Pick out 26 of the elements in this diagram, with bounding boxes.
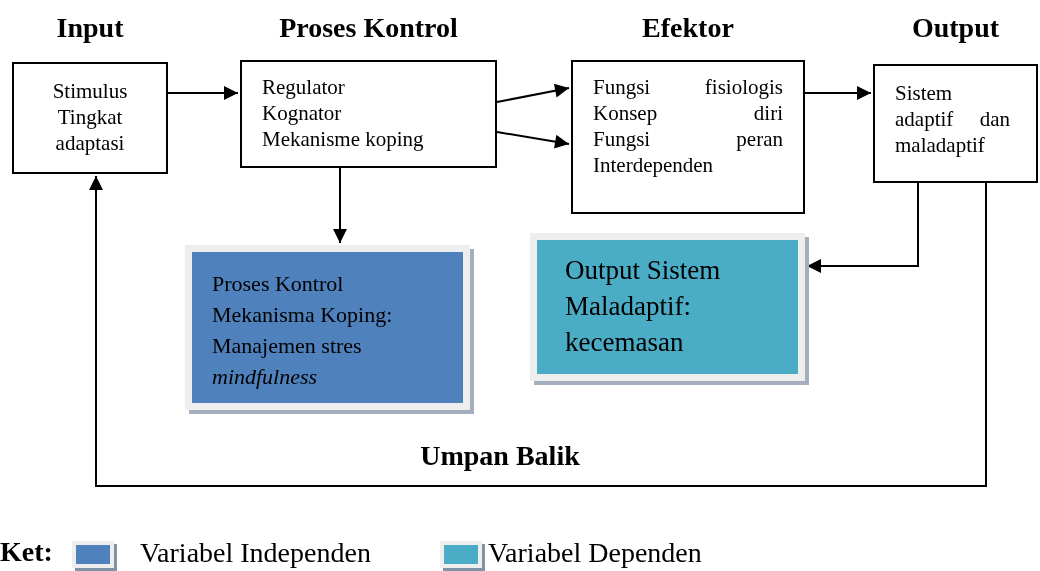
- box-text: Sistem adaptif dan maladaptif: [895, 80, 1010, 158]
- legend-text: Variabel Dependen: [488, 537, 702, 569]
- box-text: Regulator: [262, 74, 346, 100]
- arrow: [806, 182, 919, 273]
- box-text: Interdependen: [593, 152, 715, 178]
- column-heading: Input: [56, 11, 124, 45]
- edge-label: Umpan Balik: [419, 440, 581, 472]
- legend-text: Variabel Independen: [140, 537, 371, 569]
- box-text: Fungsi peran: [593, 126, 783, 152]
- arrow: [496, 131, 570, 149]
- box-text: Mekanisme koping: [262, 126, 425, 152]
- arrow: [167, 86, 239, 100]
- box-text: Output Sistem Maladaptif: kecemasan: [565, 254, 722, 359]
- box-text: Konsep diri: [593, 100, 783, 126]
- arrow: [496, 83, 570, 103]
- box-text: Fungsi fisiologis: [593, 74, 783, 100]
- box-text: Kognator: [262, 100, 343, 126]
- column-heading: Proses Kontrol: [279, 11, 458, 45]
- arrow: [333, 167, 347, 244]
- arrow: [804, 86, 872, 100]
- legend-title: Ket:: [0, 536, 53, 568]
- column-heading: Output: [911, 11, 1000, 45]
- column-heading: Efektor: [642, 11, 734, 45]
- box-text: Proses Kontrol Mekanisma Koping: Manajemen stres mindfulness: [212, 270, 394, 391]
- box-text: Stimulus Tingkat adaptasi: [51, 78, 129, 156]
- arrow: [89, 175, 987, 487]
